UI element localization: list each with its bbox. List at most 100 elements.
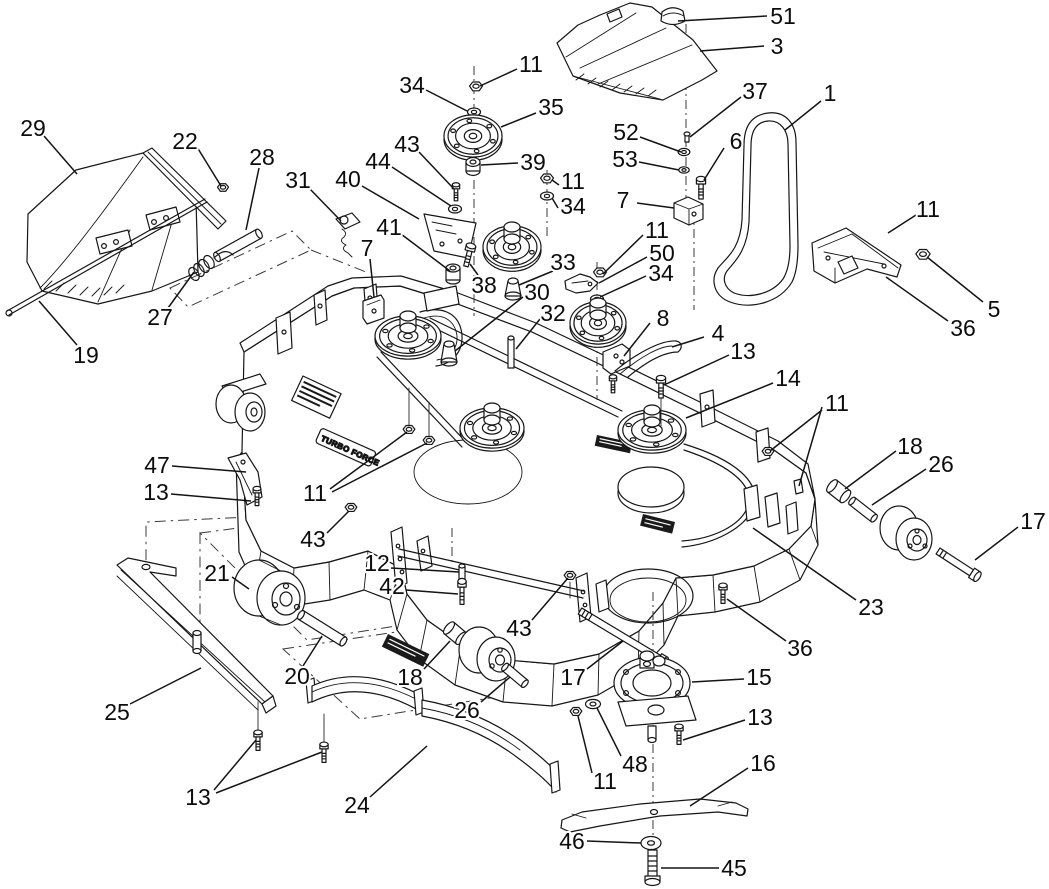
callout-label-21: 21 (204, 560, 230, 586)
callout-label-46: 46 (559, 828, 585, 854)
callout-label-11: 11 (593, 768, 617, 794)
leader-line-34 (425, 89, 468, 112)
leader-line-43 (418, 151, 455, 190)
leader-line-42 (405, 589, 459, 595)
callout-label-43: 43 (300, 526, 326, 552)
leader-line-11 (887, 214, 917, 234)
callout-label-40: 40 (335, 166, 361, 192)
leader-line-7 (636, 202, 675, 209)
washer-48 (584, 698, 602, 710)
deflector-29 (26, 152, 199, 305)
spacer-26-right (848, 496, 878, 523)
leader-line-16 (689, 767, 749, 807)
bushing-41 (445, 263, 461, 285)
rail-standoff (192, 629, 202, 655)
leader-line-52 (639, 136, 682, 153)
bracket-5-36 (811, 227, 931, 284)
callout-label-14: 14 (775, 365, 801, 391)
leader-line-11 (329, 431, 408, 490)
caster-left-group (233, 559, 348, 647)
callout-label-37: 37 (742, 78, 768, 104)
leader-line-36 (726, 598, 787, 642)
leader-line-13 (170, 493, 252, 502)
callout-label-39: 39 (520, 149, 546, 175)
leader-line-34 (551, 197, 559, 209)
baffle-24-group (253, 676, 561, 794)
nut-11-bottom (569, 706, 583, 716)
leader-line-21 (231, 576, 250, 590)
leader-line-39 (480, 162, 519, 166)
leader-line-13 (213, 739, 257, 791)
callout-label-26: 26 (928, 451, 954, 477)
callout-label-17: 17 (560, 664, 586, 690)
warning-decal-3 (381, 634, 430, 667)
leader-line-40 (361, 185, 420, 220)
pulley-stack-right (564, 267, 627, 348)
callout-label-36: 36 (950, 315, 976, 341)
callout-label-35: 35 (538, 94, 564, 120)
leader-lines (38, 15, 1019, 869)
leader-line-29 (43, 135, 78, 175)
callout-label-5: 5 (988, 296, 1001, 322)
callout-label-13: 13 (747, 704, 773, 730)
leader-line-18 (844, 450, 897, 490)
leader-line-5 (926, 256, 984, 303)
bolt-43-top (451, 182, 461, 202)
screw-37 (683, 131, 691, 143)
callout-label-16: 16 (750, 750, 776, 776)
bracket-7-right (673, 196, 704, 226)
deck-shell: TURBO FORCE (215, 275, 819, 707)
pins-12-42 (457, 563, 467, 606)
leader-line-33 (518, 270, 554, 286)
leader-line-47 (171, 465, 247, 473)
leader-line-27 (167, 271, 195, 309)
callout-label-34: 34 (560, 193, 586, 219)
spacer-18-right (826, 479, 852, 504)
leader-line-15 (691, 678, 745, 683)
callout-label-7: 7 (361, 235, 374, 261)
chute-3 (556, 2, 718, 101)
callout-label-48: 48 (622, 751, 648, 777)
callout-label-53: 53 (612, 146, 638, 172)
rod-19 (6, 198, 208, 316)
callout-label-44: 44 (365, 148, 391, 174)
leader-line-26 (480, 676, 511, 703)
callout-label-34: 34 (399, 72, 425, 98)
leader-line-50 (598, 256, 648, 284)
callout-label-32: 32 (540, 300, 566, 326)
spec-decal (290, 375, 342, 419)
leader-line-11 (577, 715, 593, 774)
leader-line-12 (390, 567, 460, 573)
callout-label-11: 11 (645, 217, 669, 243)
leader-line-18 (423, 640, 451, 670)
callout-label-38: 38 (471, 272, 497, 298)
caster-right-group (718, 479, 982, 604)
leader-line-25 (129, 667, 202, 705)
leader-line-7 (369, 258, 375, 298)
leader-line-11 (331, 442, 428, 493)
callout-label-26: 26 (454, 697, 480, 723)
leader-line-19 (38, 300, 78, 346)
callout-label-7: 7 (617, 187, 630, 213)
bracket-7-left (362, 294, 385, 325)
leader-line-3 (699, 45, 765, 52)
leader-line-11 (798, 406, 823, 487)
leader-line-37 (689, 96, 742, 138)
leader-line-24 (369, 745, 428, 798)
callout-label-20: 20 (284, 663, 310, 689)
leader-line-11 (479, 68, 518, 87)
callout-label-31: 31 (285, 167, 311, 193)
leader-line-22 (196, 146, 222, 187)
belt-guide-50 (564, 273, 599, 294)
callout-label-29: 29 (20, 115, 46, 141)
leader-line-11 (769, 409, 823, 452)
leader-line-43 (326, 510, 350, 534)
axle-20 (296, 609, 348, 647)
leader-line-44 (391, 166, 452, 207)
pulley-stack-mid (482, 173, 555, 301)
cone-spacer-33 (504, 277, 522, 301)
blade-16-group (560, 798, 749, 887)
spacer-39 (465, 156, 481, 177)
caster-mid-group (442, 570, 670, 689)
